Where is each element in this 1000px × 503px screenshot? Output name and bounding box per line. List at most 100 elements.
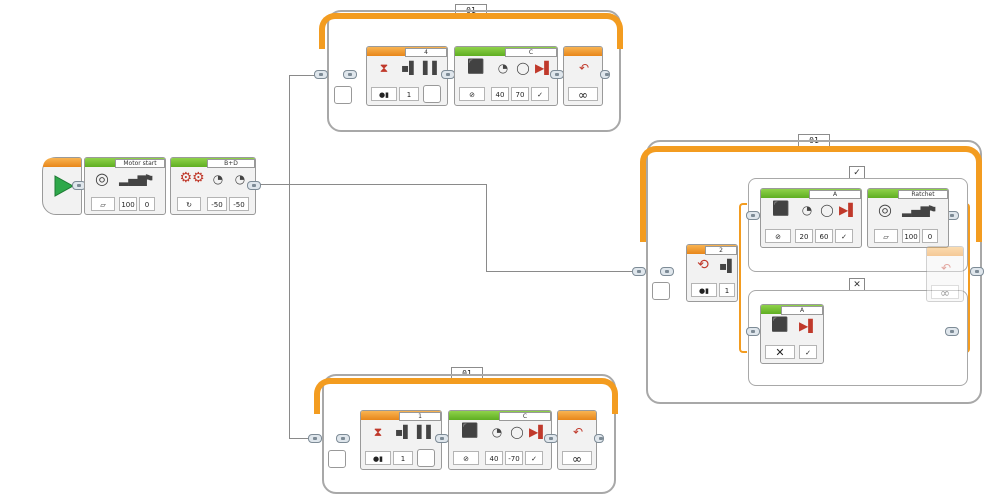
brake-icon: ▶▌ [529, 425, 548, 439]
power-value[interactable]: 20 [795, 229, 813, 243]
loop-right-output[interactable] [970, 267, 984, 276]
port-icon[interactable]: ●▮ [691, 283, 717, 297]
folder-icon[interactable]: ▱ [91, 197, 115, 211]
mode-icon[interactable]: ⊘ [765, 229, 791, 243]
port-icon[interactable]: ●▮ [371, 87, 397, 101]
play-icon [54, 175, 75, 197]
port-icon[interactable]: ●▮ [365, 451, 391, 465]
loop-top-input[interactable] [314, 70, 328, 79]
brake-value[interactable]: ✓ [835, 229, 853, 243]
off-mode-icon[interactable]: ✕ [765, 345, 795, 359]
power-icon: ◔ [497, 61, 509, 75]
wait-tab[interactable] [423, 85, 441, 103]
switch-value[interactable]: 1 [719, 283, 735, 297]
block-header: Motor start [115, 159, 165, 168]
block-strip [564, 47, 602, 56]
volume-value[interactable]: 100 [902, 229, 920, 243]
motor-c-output[interactable] [550, 70, 564, 79]
block-strip [558, 411, 596, 420]
loop-top-end[interactable]: ↶ ∞ [563, 46, 603, 106]
mode-icon[interactable]: ⊘ [459, 87, 485, 101]
loop-bottom-output[interactable] [594, 434, 604, 443]
speed-left-icon: ◔ [212, 172, 224, 186]
wait-output[interactable] [441, 70, 455, 79]
state-icon: ▌▌ [417, 425, 436, 439]
motor-c-output[interactable] [544, 434, 558, 443]
wait-block[interactable]: 4 ⧗ ▪▌ ▌▌ ●▮ 1 [366, 46, 448, 106]
loop-bottom-input-2[interactable] [336, 434, 350, 443]
speaker-icon: ◎ [95, 169, 109, 188]
mode-icon[interactable]: ↻ [177, 197, 201, 211]
loop-return-icon: ↶ [572, 425, 584, 439]
power-value[interactable]: 40 [491, 87, 509, 101]
left-speed-value[interactable]: -50 [207, 197, 227, 211]
loop-right-input[interactable] [632, 267, 646, 276]
volume-value[interactable]: 100 [119, 197, 137, 211]
case-false-output[interactable] [945, 327, 959, 336]
loop-top-input-2[interactable] [343, 70, 357, 79]
power-icon: ◔ [801, 203, 813, 217]
motor-a-stop-block[interactable]: A ⬛ ▶▌ ✕ ✓ [760, 304, 824, 364]
folder-icon[interactable]: ▱ [874, 229, 898, 243]
wire-to-right-c [486, 271, 632, 272]
play-type-value[interactable]: 0 [139, 197, 155, 211]
loop-bottom-frame[interactable] [322, 374, 616, 494]
case-true-input[interactable] [746, 211, 760, 220]
steering-output-connector[interactable] [247, 181, 261, 190]
wait-tab[interactable] [417, 449, 435, 467]
block-header: 1 [399, 412, 441, 421]
block-strip [927, 247, 963, 256]
degrees-value[interactable]: 60 [815, 229, 833, 243]
wait-block[interactable]: 1 ⧗ ▪▌ ▌▌ ●▮ 1 [360, 410, 442, 470]
loop-count-value[interactable]: ∞ [568, 87, 598, 102]
loop-right-end[interactable]: ↶ ∞ [926, 246, 964, 302]
block-header: Ratchet [898, 190, 948, 199]
motor-c-block[interactable]: C ⬛ ◔ ◯ ▶▌ ⊘ 40 70 ✓ [454, 46, 558, 106]
medium-motor-icon: ⬛ [772, 201, 790, 217]
right-speed-value[interactable]: -50 [229, 197, 249, 211]
switch-block[interactable]: 2 ⟲ ▪▌ ●▮ 1 [686, 244, 738, 302]
wire-to-bottom [289, 438, 315, 439]
mode-icon[interactable]: ⊘ [453, 451, 479, 465]
loop-bottom-end[interactable]: ↶ ∞ [557, 410, 597, 470]
wire-to-right-a [289, 184, 487, 185]
motor-c-block[interactable]: C ⬛ ◔ ◯ ▶▌ ⊘ 40 -70 ✓ [448, 410, 552, 470]
loop-top-output[interactable] [600, 70, 610, 79]
volume-icon: ▂▄▆ [119, 172, 147, 186]
loop-top-frame[interactable] [327, 10, 621, 132]
wait-value[interactable]: 1 [399, 87, 419, 101]
brake-icon: ▶▌ [799, 319, 818, 333]
degrees-value[interactable]: -70 [505, 451, 523, 465]
loop-count-value[interactable]: ∞ [562, 451, 592, 466]
loop-right-start-tab[interactable] [652, 282, 670, 300]
brake-value[interactable]: ✓ [531, 87, 549, 101]
start-strip [43, 158, 81, 167]
loop-right-arc [640, 146, 982, 242]
loop-bottom-input[interactable] [308, 434, 322, 443]
brake-value[interactable]: ✓ [799, 345, 817, 359]
degrees-icon: ◯ [516, 61, 530, 75]
wait-value[interactable]: 1 [393, 451, 413, 465]
switch-bracket-left [739, 203, 747, 353]
play-type-value[interactable]: 0 [922, 229, 938, 243]
wait-output[interactable] [435, 434, 449, 443]
case-false-input[interactable] [746, 327, 760, 336]
degrees-icon: ◯ [510, 425, 524, 439]
tank-block-bd[interactable]: B+D ⚙⚙ ◔ ◔ ↻ -50 -50 [170, 157, 256, 215]
medium-motor-icon: ⬛ [461, 423, 479, 439]
motor-a-block[interactable]: A ⬛ ◔ ◯ ▶▌ ⊘ 20 60 ✓ [760, 188, 862, 248]
sound-block-ratchet[interactable]: Ratchet ◎ ▂▄▆ ⚑ ▱ 100 0 [867, 188, 949, 248]
brake-value[interactable]: ✓ [525, 451, 543, 465]
power-value[interactable]: 40 [485, 451, 503, 465]
degrees-value[interactable]: 70 [511, 87, 529, 101]
degrees-icon: ◯ [820, 203, 834, 217]
sound-block-motor-start[interactable]: Motor start ◎ ▂▄▆ ⚑ ▱ 100 0 [84, 157, 166, 215]
loop-top-start-tab[interactable] [334, 86, 352, 104]
switch-icon: ⟲ [697, 257, 709, 273]
loop-count-value[interactable]: ∞ [931, 285, 959, 300]
loop-bottom-start-tab[interactable] [328, 450, 346, 468]
wire-to-right-b [486, 184, 487, 271]
block-header: A [781, 306, 823, 315]
loop-right-input-2[interactable] [660, 267, 674, 276]
